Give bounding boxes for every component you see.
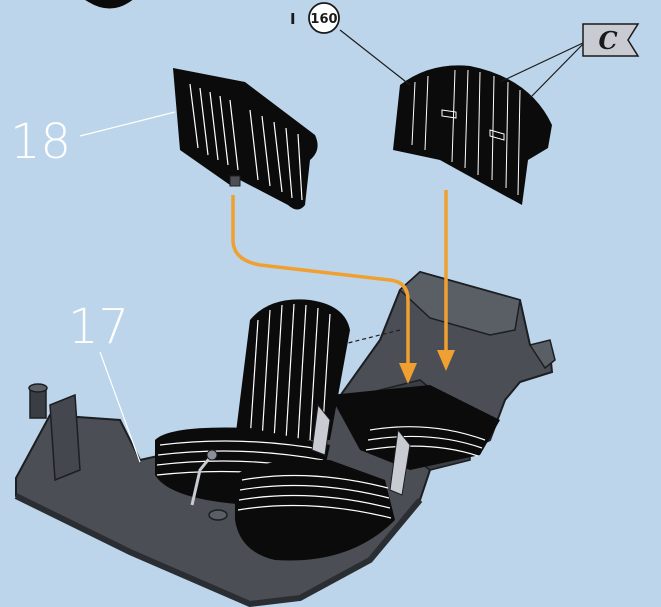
step-label-18: 18 [10, 114, 71, 170]
leader-line-18 [80, 112, 175, 136]
lever-base [209, 510, 227, 520]
paint-prefix: I [290, 10, 296, 28]
left-bracket [50, 395, 80, 480]
gear-knob [207, 450, 217, 460]
dashboard-panel [393, 65, 552, 205]
paint-pointer-line [340, 30, 410, 85]
panel-shape [393, 65, 552, 205]
flag-letter: C [598, 26, 617, 55]
paint-code: 160 [310, 12, 337, 27]
flag-pointer-line [500, 42, 585, 82]
part-18-shape [173, 68, 318, 210]
step-label-17: 17 [68, 299, 129, 355]
corner-circle-fragment [90, 0, 128, 6]
rear-seat-back-part-18 [173, 68, 318, 210]
part-18-peg [230, 176, 240, 186]
pedal-post-top [29, 384, 47, 392]
flag-pointer-line [530, 42, 585, 98]
